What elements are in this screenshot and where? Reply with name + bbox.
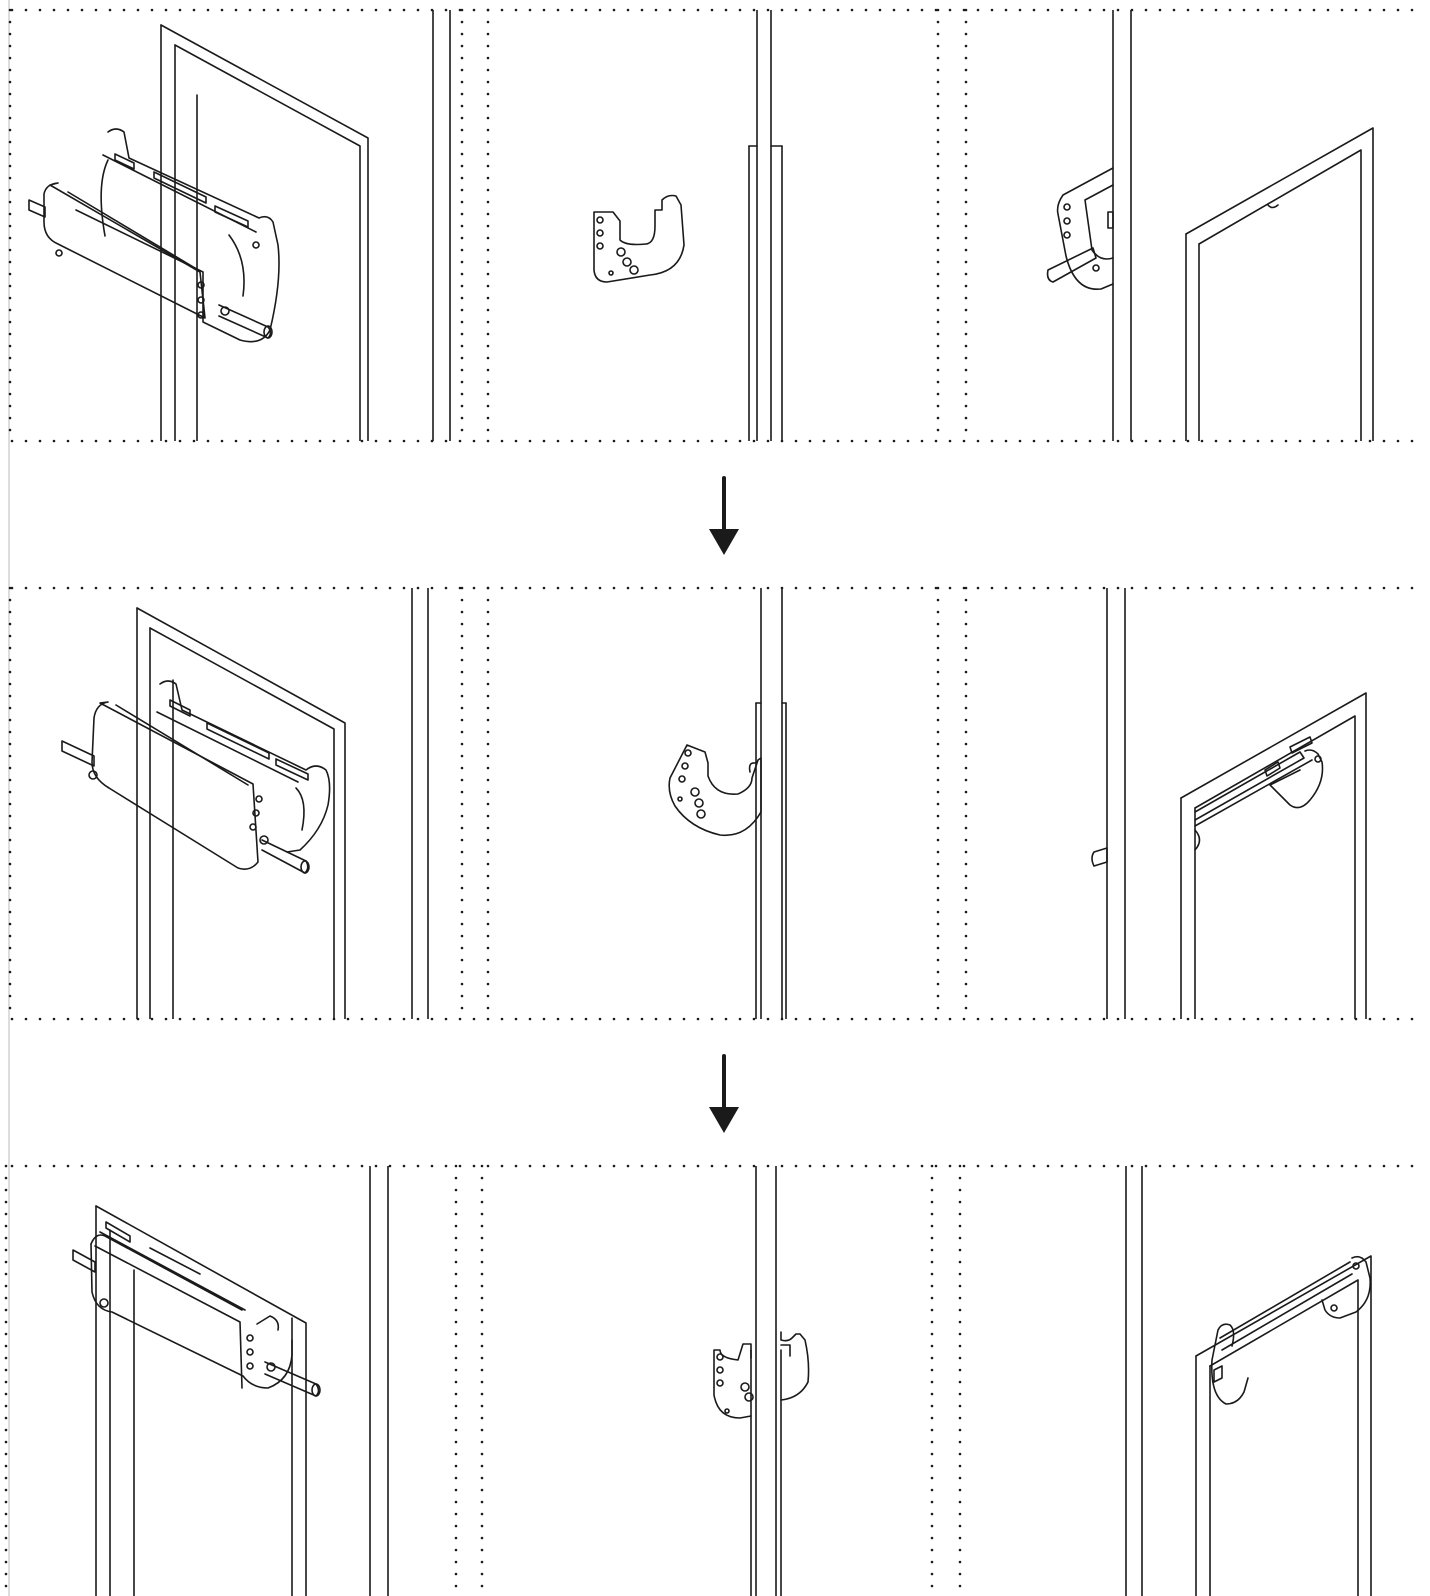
door-frame bbox=[1112, 10, 1374, 441]
bracket-rear bbox=[1046, 167, 1114, 290]
door-frame bbox=[136, 588, 429, 1019]
down-arrow-icon bbox=[709, 476, 739, 555]
step-1-rear-view bbox=[1046, 10, 1374, 441]
hook-bracket-hung bbox=[713, 1331, 810, 1419]
door-edge bbox=[750, 1166, 782, 1596]
door-frame bbox=[1106, 588, 1367, 1019]
step-arrows bbox=[709, 476, 739, 1133]
bracket-rear-hung bbox=[1210, 1255, 1372, 1405]
down-arrow-icon bbox=[709, 1054, 739, 1133]
door-frame bbox=[1125, 1166, 1372, 1596]
step-1-side-view bbox=[593, 10, 783, 441]
door-edge bbox=[748, 10, 783, 441]
step-2-rear-view bbox=[1091, 588, 1367, 1019]
hook-bracket-side bbox=[593, 194, 685, 283]
step-1-row bbox=[28, 10, 1374, 441]
bracket-assembly-mounted bbox=[72, 1221, 321, 1397]
hook-bracket-side-rotated bbox=[668, 744, 762, 837]
step-1-perspective-view bbox=[28, 10, 451, 441]
step-3-side-view bbox=[713, 1166, 810, 1596]
panel-dotted-borders bbox=[4, 8, 1414, 1588]
step-3-row bbox=[72, 1166, 1372, 1596]
step-2-row bbox=[61, 588, 1367, 1019]
step-2-side-view bbox=[668, 588, 787, 1019]
door-frame bbox=[160, 10, 451, 441]
door-frame bbox=[95, 1166, 389, 1596]
bracket-assembly-tilted bbox=[61, 680, 331, 874]
bracket-rear-on-frame bbox=[1091, 736, 1324, 867]
bracket-assembly bbox=[28, 128, 280, 343]
step-3-rear-view bbox=[1125, 1166, 1372, 1596]
step-2-perspective-view bbox=[61, 588, 429, 1019]
step-3-perspective-view bbox=[72, 1166, 389, 1596]
